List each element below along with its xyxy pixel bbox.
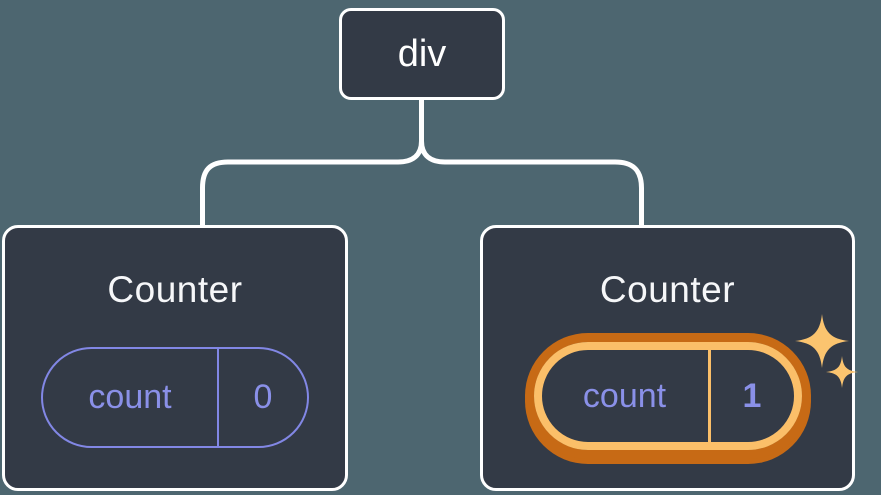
counter-card-updated: Counter count 1 xyxy=(480,225,855,491)
root-node-label: div xyxy=(397,32,447,75)
pill-divider-line xyxy=(707,350,711,442)
pill-divider-line xyxy=(217,349,219,446)
state-key-label: count xyxy=(88,378,172,416)
component-title: Counter xyxy=(107,269,243,310)
state-value: 1 xyxy=(742,376,762,415)
root-node-div: div xyxy=(339,8,505,100)
state-value: 0 xyxy=(253,378,273,416)
sparkles-icon xyxy=(795,314,858,388)
state-pill-highlighted: count 1 xyxy=(533,342,802,450)
connector-right-branch xyxy=(419,140,644,225)
component-title: Counter xyxy=(599,269,736,310)
sparkle-small xyxy=(826,356,858,388)
state-key-label: count xyxy=(582,376,667,415)
counter-card-unchanged: Counter count 0 xyxy=(2,225,348,491)
state-pill: count 0 xyxy=(41,347,309,448)
connector-left-branch xyxy=(200,140,424,225)
sparkle-large xyxy=(795,314,849,368)
